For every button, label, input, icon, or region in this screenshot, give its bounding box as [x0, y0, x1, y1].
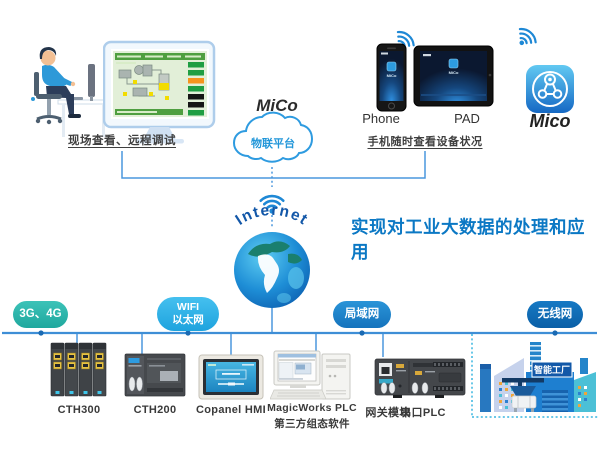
phone-label: Phone — [362, 111, 400, 126]
caption-link-line — [121, 151, 426, 179]
network-pill-cellular: 3G、4G — [13, 301, 68, 328]
gateway-label: 网关模块 — [365, 407, 411, 419]
smart-factory-illustration: 智能工厂 — [480, 342, 596, 412]
cellular-label: 3G、4G — [19, 308, 62, 321]
scada-menu-buttons — [188, 62, 204, 116]
pad-label: PAD — [454, 111, 480, 126]
cth200-device — [124, 353, 186, 397]
wifi-icon — [259, 194, 285, 214]
wireless-label: 无线网 — [537, 308, 573, 321]
gateway-serial-plc-device — [374, 358, 466, 398]
headline-text: 实现对工业大数据的处理和应用 — [351, 217, 585, 262]
platform-name: MiCo — [256, 96, 298, 115]
phone-screen-app-label: MiCo — [387, 73, 397, 78]
magicworks-label-line1: MagicWorks PLC — [267, 402, 357, 414]
mobile-caption: 手机随时查看设备状况 — [367, 136, 483, 148]
magicworks-label-line2: 第三方组态软件 — [274, 418, 350, 430]
internet-globe: Internet — [233, 202, 312, 308]
wifi-icon-pad — [518, 27, 537, 46]
factory-dotted-border — [471, 334, 599, 418]
serial-plc-label: 串口PLC — [400, 407, 446, 419]
lan-label: 局域网 — [344, 308, 380, 321]
network-pill-wireless: 无线网 — [527, 301, 583, 328]
copanel-hmi-label: Copanel HMI — [196, 404, 266, 416]
workstation-caption: 现场查看、远程调试 — [68, 135, 176, 147]
svg-text:Internet: Internet — [233, 202, 312, 229]
factory-sign-label: 智能工厂 — [534, 364, 570, 375]
cloud-icon: 物联平台 — [232, 111, 314, 163]
network-pill-wifi-ethernet: WIFI 以太网 — [157, 297, 219, 331]
cloud-label: 物联平台 — [251, 136, 295, 150]
magicworks-computer — [270, 350, 351, 400]
wifi-label-line2: 以太网 — [172, 314, 204, 326]
copanel-hmi-device — [198, 354, 264, 400]
cth200-label: CTH200 — [133, 404, 177, 416]
wifi-label-line1: WIFI — [176, 300, 200, 313]
cth300-device — [50, 342, 107, 397]
cth300-label: CTH300 — [57, 404, 101, 416]
phone-device: MiCo — [376, 43, 407, 112]
internet-label: Internet — [233, 202, 310, 229]
mico-app-icon — [526, 65, 574, 113]
network-pill-lan: 局域网 — [333, 301, 391, 328]
mico-app-label: Mico — [529, 111, 571, 131]
pad-device: MiCo — [413, 45, 494, 107]
bus-connection-dots — [38, 330, 558, 336]
scada-monitor — [103, 40, 216, 144]
operator-illustration — [31, 47, 110, 137]
pad-screen-app-label: MiCo — [449, 70, 459, 75]
